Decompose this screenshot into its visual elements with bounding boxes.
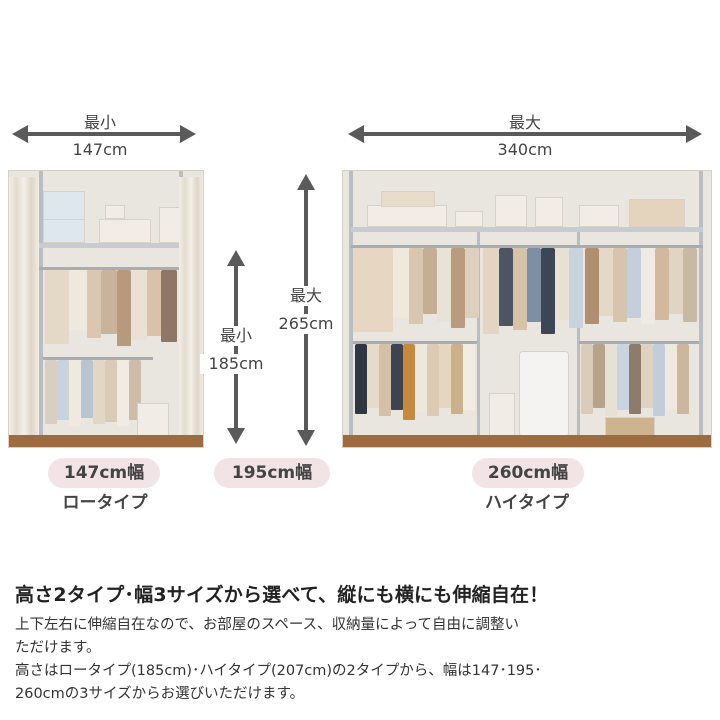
low-upper-garments bbox=[45, 270, 177, 350]
description-line-2: ただけます。 bbox=[15, 640, 101, 656]
low-type-label: ロータイプ bbox=[62, 493, 148, 513]
max-width-arrow bbox=[348, 125, 702, 143]
max-width-value: 340cm bbox=[497, 140, 553, 159]
width-badge-260: 260cm幅 bbox=[472, 458, 584, 488]
high-type-label: ハイタイプ bbox=[485, 493, 569, 513]
min-height-arrow bbox=[227, 250, 245, 444]
high-type-photo bbox=[342, 170, 712, 448]
max-width-label: 最大 bbox=[508, 113, 541, 132]
max-height-arrow bbox=[297, 174, 315, 446]
description-line-3: 高さはロータイプ(185cm)･ハイタイプ(207cm)の2タイプから、幅は14… bbox=[15, 663, 542, 679]
width-badge-195: 195cm幅 bbox=[214, 458, 330, 488]
description: 上下左右に伸縮自在なので、お部屋のスペース、収納量によって自由に調整い ただけま… bbox=[15, 614, 715, 706]
min-height-label: 最小 bbox=[210, 326, 262, 346]
high-lower-right-garments bbox=[581, 344, 697, 424]
headline: 高さ2タイプ･幅3サイズから選べて、縦にも横にも伸縮自在！ bbox=[15, 584, 549, 606]
min-width-value: 147cm bbox=[72, 140, 128, 159]
high-lower-left-garments bbox=[355, 344, 475, 424]
min-height-value: 185cm bbox=[200, 354, 272, 374]
low-type-photo bbox=[8, 170, 204, 448]
max-height-label: 最大 bbox=[280, 286, 332, 306]
min-width-arrow bbox=[12, 125, 196, 143]
low-lower-garments bbox=[45, 360, 145, 430]
description-line-4: 260cmの3サイズからお選びいただけます。 bbox=[15, 686, 305, 702]
high-upper-garments bbox=[353, 248, 699, 338]
description-line-1: 上下左右に伸縮自在なので、お部屋のスペース、収納量によって自由に調整い bbox=[15, 617, 520, 633]
max-height-value: 265cm bbox=[270, 314, 342, 334]
width-badge-147: 147cm幅 bbox=[48, 458, 160, 488]
min-width-label: 最小 bbox=[83, 113, 116, 132]
